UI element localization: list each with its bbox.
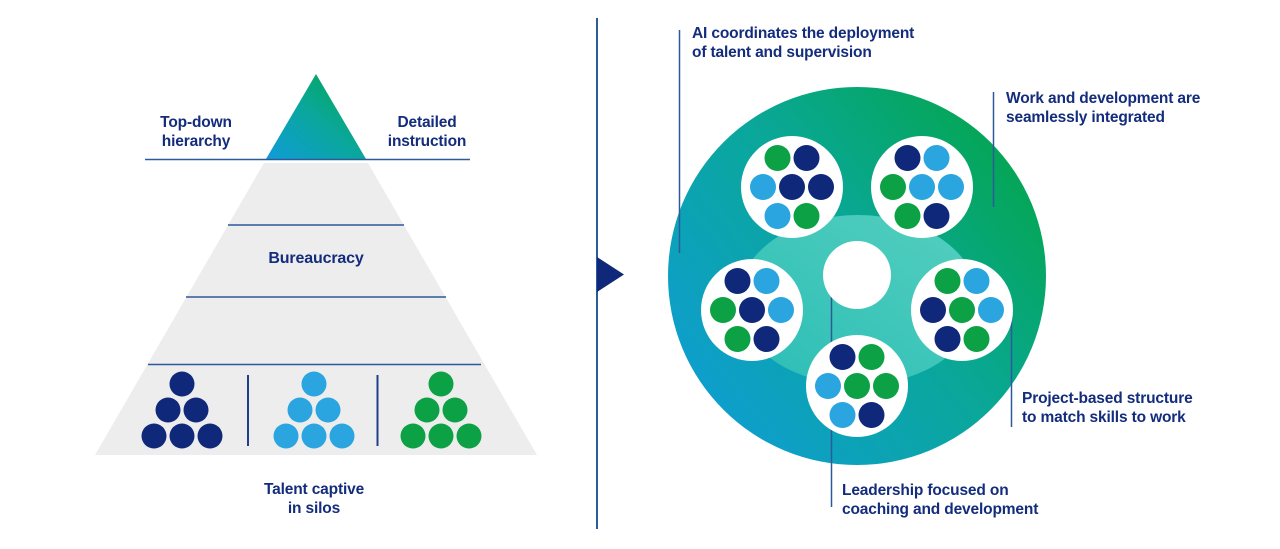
member-dot-navy	[920, 297, 946, 323]
member-dot-blue	[815, 373, 841, 399]
member-dot-green	[710, 297, 736, 323]
pyramid-apex-triangle	[266, 74, 366, 159]
pyramid-label-talent-captive: Talent captive in silos	[263, 481, 365, 517]
member-dot-blue	[301, 371, 327, 397]
team-circle-bottom	[806, 335, 908, 437]
member-dot-navy	[829, 344, 856, 370]
member-dot-green	[963, 326, 990, 352]
member-dot-navy	[894, 145, 921, 171]
team-circle-top-left	[741, 136, 843, 238]
member-dot-green	[764, 145, 791, 171]
member-dot-navy	[934, 326, 961, 352]
org-label-leadership: Leadership focused on coaching and devel…	[842, 482, 1039, 518]
member-dot-navy	[858, 402, 885, 428]
member-dot-green	[428, 371, 454, 397]
member-dot-blue	[909, 174, 935, 200]
silo-blue-group	[273, 371, 355, 449]
member-dot-blue	[273, 423, 299, 449]
member-dot-navy	[739, 297, 765, 323]
member-dot-navy	[169, 371, 195, 397]
member-dot-green	[456, 423, 482, 449]
member-dot-green	[428, 423, 454, 449]
team-circle-top-right	[871, 136, 973, 238]
member-dot-green	[400, 423, 426, 449]
member-dot-green	[844, 373, 870, 399]
member-dot-blue	[315, 397, 341, 423]
member-dot-green	[949, 297, 975, 323]
member-dot-blue	[963, 268, 990, 294]
org-label-work-development: Work and development are seamlessly inte…	[1006, 90, 1201, 126]
member-dot-navy	[923, 203, 950, 229]
member-dot-green	[934, 268, 961, 294]
pyramid-label-bureaucracy: Bureaucracy	[268, 250, 364, 267]
member-dot-blue	[287, 397, 313, 423]
org-center-circle	[823, 241, 891, 309]
member-dot-green	[894, 203, 921, 229]
member-dot-blue	[923, 145, 950, 171]
member-dot-green	[793, 203, 820, 229]
member-dot-green	[442, 397, 468, 423]
member-dot-navy	[753, 326, 780, 352]
member-dot-navy	[724, 268, 751, 294]
silo-groups	[141, 371, 482, 449]
member-dot-green	[873, 373, 899, 399]
member-dot-blue	[768, 297, 794, 323]
org-label-ai-coordinates: AI coordinates the deployment of talent …	[692, 25, 915, 61]
member-dot-navy	[779, 174, 805, 200]
member-dot-blue	[329, 423, 355, 449]
member-dot-blue	[829, 402, 856, 428]
member-dot-blue	[750, 174, 776, 200]
member-dot-navy	[155, 397, 181, 423]
member-dot-blue	[753, 268, 780, 294]
pyramid-body	[95, 163, 537, 455]
pyramid-label-detailed-instruction: Detailed instruction	[387, 114, 467, 150]
member-dot-green	[880, 174, 906, 200]
member-dot-blue	[764, 203, 791, 229]
member-dot-navy	[141, 423, 167, 449]
right-arrowhead-icon	[597, 257, 624, 292]
member-dot-navy	[793, 145, 820, 171]
member-dot-blue	[938, 174, 964, 200]
silo-green-group	[400, 371, 482, 449]
team-circle-mid-right	[911, 259, 1013, 361]
silo-navy-group	[141, 371, 223, 449]
member-dot-navy	[183, 397, 209, 423]
team-circles	[701, 136, 1013, 437]
member-dot-blue	[301, 423, 327, 449]
member-dot-navy	[197, 423, 223, 449]
org-label-project-based: Project-based structure to match skills …	[1022, 390, 1193, 426]
member-dot-blue	[978, 297, 1004, 323]
member-dot-navy	[169, 423, 195, 449]
pyramid-label-top-down-hierarchy: Top-down hierarchy	[160, 114, 232, 150]
member-dot-green	[858, 344, 885, 370]
member-dot-green	[724, 326, 751, 352]
member-dot-navy	[808, 174, 834, 200]
member-dot-green	[414, 397, 440, 423]
team-circle-mid-left	[701, 259, 803, 361]
